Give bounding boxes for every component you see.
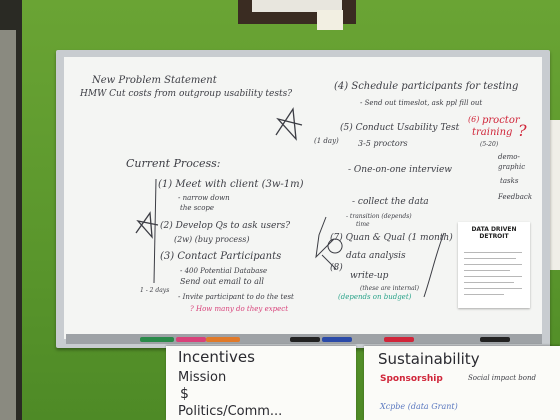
whiteboard-doodles: [135, 107, 445, 298]
one-day: (1 day): [314, 137, 339, 145]
write-up: write-up: [350, 271, 389, 281]
circle-7: [327, 238, 343, 254]
problem-heading: New Problem Statement: [92, 75, 217, 86]
sustainability-title: Sustainability: [378, 350, 480, 368]
black-marker-right[interactable]: [480, 337, 510, 342]
proctor-label: proctor: [482, 115, 520, 126]
pink-marker[interactable]: [176, 337, 206, 342]
brace-doodle: [423, 232, 445, 298]
side-poster: [548, 120, 560, 270]
training-label: training: [472, 127, 513, 138]
sheet-title: DATA DRIVEN DETROIT: [471, 226, 517, 240]
budget-note: (depends on budget): [338, 293, 412, 301]
incentives-title: Incentives: [178, 348, 255, 366]
training-question: ?: [518, 121, 527, 140]
hmw-statement: HMW Cut costs from outgroup usability te…: [80, 89, 293, 99]
step-1: (1) Meet with client (3w-1m): [158, 179, 304, 190]
step-4-sub: - Send out timeslot, ask ppl fill out: [360, 99, 483, 107]
interview-item: - One-on-one interview: [348, 165, 453, 175]
step-3-sub-a: - 400 Potential Database: [180, 267, 268, 275]
sticky-note: [317, 10, 343, 30]
process-title: Current Process:: [126, 157, 221, 170]
data-analysis: data analysis: [346, 251, 406, 261]
black-marker[interactable]: [290, 337, 320, 342]
incentives-paper: Incentives Mission $ Politics/Comm...: [166, 346, 356, 420]
star-doodle-left: [135, 211, 159, 239]
blue-marker[interactable]: [322, 337, 352, 342]
training-time: (5-20): [480, 141, 499, 148]
picture: [252, 0, 342, 12]
proctors-count: 3-5 proctors: [358, 139, 408, 148]
demographic-a: demo-: [498, 153, 520, 161]
arrow-doodle: [315, 216, 335, 259]
step-3-question: ? How many do they expect: [190, 305, 289, 313]
step-8-number: (8): [330, 263, 343, 273]
feedback-label: Feedback: [498, 193, 533, 201]
red-marker[interactable]: [384, 337, 414, 342]
incentive-politics: Politics/Comm...: [178, 404, 283, 419]
internal-note: (these are internal): [360, 285, 419, 292]
data-driven-detroit-sheet: DATA DRIVEN DETROIT: [458, 222, 530, 308]
step-4: (4) Schedule participants for testing: [334, 81, 519, 92]
collect-data: - collect the data: [352, 197, 429, 207]
step-3-sub-b: Send out email to all: [180, 277, 264, 286]
step-5: (5) Conduct Usability Test: [340, 123, 460, 133]
data-grant-item: Xcpbe (data Grant): [380, 402, 458, 411]
orange-marker[interactable]: [206, 337, 240, 342]
step-1-sub-b: the scope: [180, 204, 215, 212]
step-1-sub-a: - narrow down: [178, 194, 230, 202]
incentive-mission: Mission: [178, 370, 227, 385]
social-impact-item: Social impact bond: [468, 374, 536, 382]
step-2-sub: (2w) (buy process): [174, 235, 250, 244]
step-7: (7) Quan & Qual (1 month): [330, 233, 453, 243]
sponsorship-item: Sponsorship: [380, 374, 443, 384]
star-doodle: [275, 107, 303, 141]
cross-doodle: [321, 254, 337, 270]
step-2: (2) Develop Qs to ask users?: [160, 221, 291, 231]
sustainability-paper: Sustainability Sponsorship Social impact…: [364, 346, 560, 420]
demographic-b: graphic: [498, 163, 526, 171]
step-6-number: (6): [468, 115, 480, 124]
green-marker[interactable]: [140, 337, 174, 342]
whiteboard: New Problem Statement HMW Cut costs from…: [64, 57, 542, 339]
door-frame: [0, 0, 22, 420]
duration-note: 1 - 2 days: [140, 287, 170, 294]
step-3-sub-c: - Invite participant to do the test: [178, 293, 294, 301]
bracket-line: [153, 178, 157, 284]
incentive-money: $: [180, 386, 189, 402]
time-note: time: [356, 221, 370, 228]
tasks-label: tasks: [500, 177, 519, 185]
step-3: (3) Contact Participants: [160, 251, 282, 262]
transition-note: - transition (depends): [346, 213, 412, 220]
